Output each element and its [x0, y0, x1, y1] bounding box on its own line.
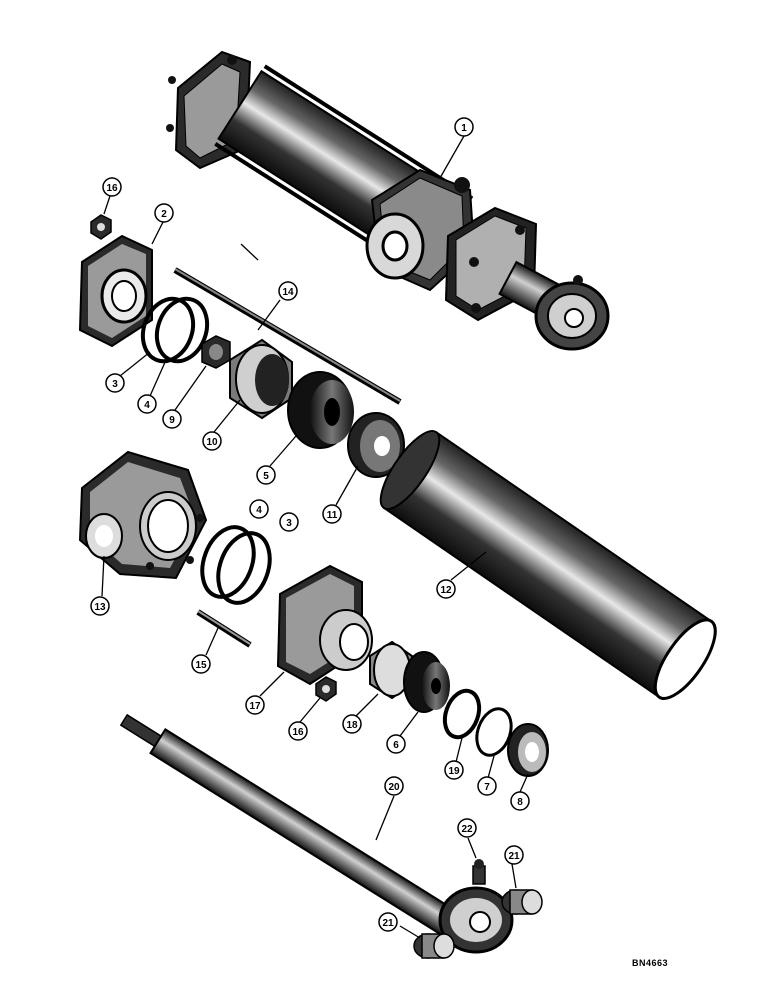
assembled-cylinder: [166, 50, 610, 351]
svg-text:16: 16: [292, 727, 304, 738]
callout-3-top: 3: [105, 373, 125, 393]
tie-rod: [173, 267, 402, 405]
piston-washer: [347, 412, 405, 478]
callout-7: 7: [477, 776, 497, 796]
rod-packing: [403, 651, 450, 713]
nut-middle: [315, 676, 337, 702]
callout-15: 15: [191, 654, 211, 674]
svg-text:4: 4: [144, 400, 150, 411]
svg-text:13: 13: [94, 602, 106, 613]
eye-bushing-right: [501, 889, 543, 915]
nut-top: [90, 214, 112, 240]
callout-22: 22: [457, 818, 477, 838]
svg-text:17: 17: [249, 701, 261, 712]
svg-text:3: 3: [286, 518, 292, 529]
callout-13: 13: [90, 596, 110, 616]
svg-text:22: 22: [461, 824, 473, 835]
svg-text:4: 4: [256, 505, 262, 516]
cylinder-tube: [379, 430, 717, 700]
drawing-code: BN4663: [632, 958, 669, 968]
svg-text:19: 19: [448, 766, 460, 777]
rings-middle: [200, 525, 272, 605]
svg-text:3: 3: [112, 379, 118, 390]
callout-20: 20: [384, 776, 404, 796]
callout-21-right: 21: [504, 845, 524, 865]
rod-wiper: [507, 723, 549, 777]
stud: [196, 609, 252, 648]
eye-bushing-left: [413, 933, 455, 959]
svg-text:7: 7: [484, 782, 490, 793]
svg-text:21: 21: [508, 851, 520, 862]
grease-fitting: [472, 859, 486, 885]
svg-text:20: 20: [388, 782, 400, 793]
callout-8: 8: [510, 791, 530, 811]
svg-text:5: 5: [263, 471, 269, 482]
rod-gland: [276, 564, 373, 686]
callouts: 1 16 2 14 3 4 9 10 5 11 4 3 12 13 15 17 …: [90, 117, 530, 932]
piston-rod: [119, 713, 514, 954]
svg-text:14: 14: [282, 287, 294, 298]
callout-17: 17: [245, 695, 265, 715]
callout-11: 11: [322, 504, 342, 524]
svg-text:16: 16: [106, 183, 118, 194]
piston-nut: [201, 335, 231, 369]
rings-top: [140, 296, 210, 364]
callout-9: 9: [162, 409, 182, 429]
rings-bottom: [442, 688, 513, 757]
callout-21-left: 21: [378, 912, 398, 932]
callout-6: 6: [386, 734, 406, 754]
piston-packing: [287, 371, 354, 449]
callout-16-top: 16: [102, 177, 122, 197]
callout-3-middle: 3: [279, 512, 299, 532]
callout-19: 19: [444, 760, 464, 780]
callout-4-middle: 4: [249, 499, 269, 519]
svg-text:18: 18: [346, 720, 358, 731]
callout-2: 2: [154, 203, 174, 223]
callout-5: 5: [256, 465, 276, 485]
svg-text:11: 11: [327, 510, 338, 521]
piston: [229, 338, 293, 420]
callout-10: 10: [202, 431, 222, 451]
rear-cap: [78, 234, 153, 348]
callout-18: 18: [342, 714, 362, 734]
front-cap: [78, 450, 208, 580]
leader-lines: [101, 135, 529, 939]
callout-1: 1: [454, 117, 474, 137]
svg-text:10: 10: [206, 437, 218, 448]
svg-text:9: 9: [169, 415, 175, 426]
svg-text:8: 8: [517, 797, 523, 808]
svg-text:15: 15: [195, 660, 207, 671]
callout-12: 12: [436, 579, 456, 599]
callout-14: 14: [278, 281, 298, 301]
rod-bushing: [369, 640, 413, 700]
svg-text:21: 21: [382, 918, 394, 929]
callout-4-top: 4: [137, 394, 157, 414]
callout-16-middle: 16: [288, 721, 308, 741]
svg-text:1: 1: [461, 123, 467, 134]
svg-text:6: 6: [393, 740, 399, 751]
svg-text:2: 2: [161, 209, 167, 220]
svg-text:12: 12: [440, 585, 452, 596]
